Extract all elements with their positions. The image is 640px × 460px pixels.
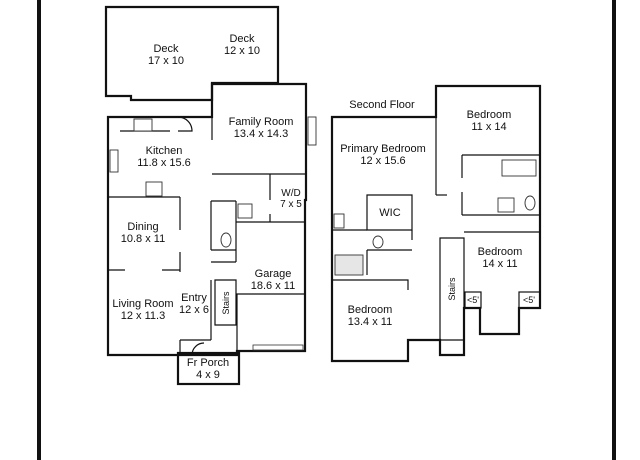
fr-porch-name: Fr Porch (187, 357, 229, 369)
page-border-left (37, 0, 41, 460)
entry-dims: 12 x 6 (179, 304, 209, 316)
entry-door-swing (191, 342, 205, 356)
garage-name: Garage (255, 268, 292, 280)
sink-icon-1 (497, 197, 515, 213)
low-ceiling-right-box (518, 291, 541, 309)
toilet-icon (220, 232, 232, 248)
entry-name: Entry (181, 292, 207, 304)
living-room-dims: 12 x 11.3 (121, 310, 165, 322)
low-ceiling-right-label: <5' (523, 295, 535, 305)
living-room-name: Living Room (112, 298, 173, 310)
primary-bedroom-name: Primary Bedroom (340, 143, 426, 155)
family-room-dims: 13.4 x 14.3 (234, 128, 288, 140)
range-icon (145, 181, 163, 197)
primary-bedroom-dims: 12 x 15.6 (360, 155, 405, 167)
stairs-first-label: Stairs (221, 291, 231, 315)
fr-porch-dims: 4 x 9 (196, 369, 220, 381)
bedroom-right-name: Bedroom (478, 246, 523, 258)
stairs-second-label: Stairs (447, 277, 457, 301)
garage-door-icon (252, 344, 304, 351)
page-border-right (612, 0, 616, 460)
deck-right-name: Deck (229, 33, 255, 45)
family-room-fireplace-icon (307, 116, 317, 146)
front-porch-outline (176, 351, 241, 386)
bedroom-top-name: Bedroom (467, 109, 512, 121)
deck-left-dims: 17 x 10 (148, 55, 184, 67)
wd-dims: 7 x 5 (280, 199, 302, 210)
kitchen-door-swing (177, 116, 193, 132)
second-floor: Second Floor Bedroom 11 x 14 Primary Bed… (330, 84, 542, 363)
bedroom-top-dims: 11 x 14 (471, 121, 506, 133)
bedroom-right-dims: 14 x 11 (482, 258, 517, 270)
first-floor: Deck 17 x 10 Deck 12 x 10 Family Room 13… (104, 5, 317, 386)
stairs-second-box (439, 237, 465, 341)
second-floor-title: Second Floor (349, 99, 415, 111)
wic-label: WIC (379, 207, 400, 219)
low-ceiling-left-label: <5' (467, 295, 479, 305)
toilet-icon-3 (372, 235, 384, 249)
stove-icon (109, 149, 119, 173)
bedroom-bottom-name: Bedroom (348, 304, 393, 316)
deck-right-dims: 12 x 10 (224, 45, 260, 57)
sink-icon-2 (333, 213, 345, 229)
kitchen-sink-icon (133, 118, 153, 132)
first-floor-outline (106, 82, 308, 357)
family-room-name: Family Room (229, 116, 294, 128)
kitchen-dims: 11.8 x 15.6 (137, 157, 191, 169)
deck-left-name: Deck (153, 43, 179, 55)
stairs-first-box (214, 279, 237, 326)
bedroom-bottom-dims: 13.4 x 11 (348, 316, 392, 328)
toilet-icon-2 (524, 195, 536, 211)
bathtub-icon (501, 159, 537, 177)
washer-icon (237, 203, 253, 219)
kitchen-name: Kitchen (146, 145, 183, 157)
wd-name: W/D (281, 188, 300, 199)
low-ceiling-left-box (464, 291, 482, 309)
dining-name: Dining (127, 221, 158, 233)
dining-dims: 10.8 x 11 (121, 233, 165, 245)
garage-dims: 18.6 x 11 (251, 280, 295, 292)
shower-icon (334, 254, 364, 276)
